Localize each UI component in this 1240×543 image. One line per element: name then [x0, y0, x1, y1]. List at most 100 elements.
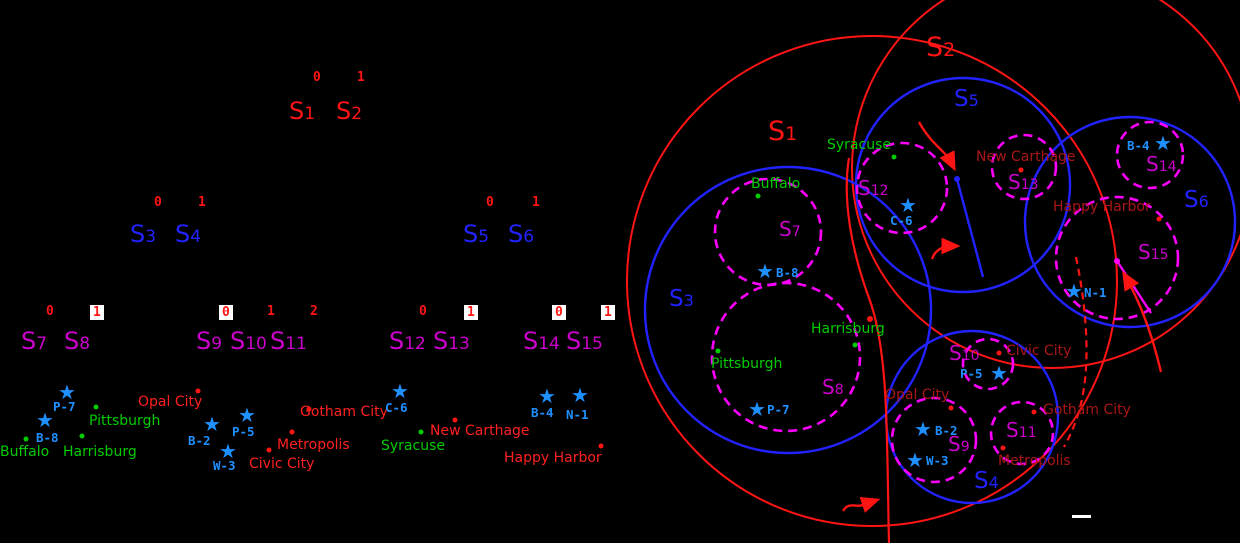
arrow-to-s15-center	[1122, 270, 1163, 373]
tree-node-s1: S1	[289, 99, 315, 123]
city-label-new-carthage-venn: New Carthage	[976, 149, 1076, 165]
tree-node-s3: S3	[130, 222, 156, 246]
city-label-metropolis-left: Metropolis	[277, 437, 350, 453]
city-marker-pittsburgh-venn	[715, 348, 721, 354]
star-marker-p-5-venn: ★	[990, 361, 1008, 386]
city-label-opal-city-left: Opal City	[138, 394, 203, 410]
star-marker-b-4-left: ★	[538, 384, 556, 409]
slabel-letter: S	[1146, 152, 1159, 176]
venn-label-s6: S6	[1184, 189, 1209, 212]
city-marker-metropolis-venn	[1000, 445, 1006, 451]
slabel-number: 10	[961, 348, 980, 364]
arrow-to-s5-center	[917, 121, 956, 172]
slabel-number: 2	[943, 39, 956, 61]
slabel-letter: S	[508, 220, 524, 248]
ball-circle-s6	[1023, 115, 1237, 329]
tree-node-s4: S4	[175, 222, 201, 246]
venn-label-s14: S14	[1146, 154, 1177, 174]
slabel-letter: S	[858, 176, 871, 200]
slabel-letter: S	[669, 286, 684, 312]
slabel-letter: S	[1138, 240, 1151, 264]
ball-circle-s8	[710, 281, 862, 433]
slabel-number: 11	[285, 334, 307, 354]
city-label-opal-city-venn: Opal City	[885, 387, 950, 403]
city-label-civic-city-venn: Civic City	[1006, 343, 1072, 359]
slabel-letter: S	[1008, 170, 1021, 194]
city-marker-happy-harbor-venn	[1156, 216, 1162, 222]
tree-edge-tick-12: 1	[464, 305, 478, 320]
tree-node-s2: S2	[336, 99, 362, 123]
point-label-b-4-left: B-4	[531, 405, 554, 420]
star-marker-b-8-left: ★	[36, 408, 54, 433]
slabel-letter: S	[270, 327, 286, 355]
slabel-letter: S	[21, 327, 37, 355]
slabel-letter: S	[948, 432, 961, 456]
city-label-syracuse-left: Syracuse	[381, 438, 445, 454]
tree-node-s11: S11	[270, 329, 307, 353]
ball-circle-s15	[1054, 195, 1180, 321]
arrow-to-s5-radius	[930, 237, 961, 260]
point-label-c-6-venn: C-6	[890, 213, 913, 228]
city-label-pittsburgh-venn: Pittsburgh	[711, 356, 783, 372]
city-marker-opal-city-venn	[948, 405, 954, 411]
tree-edge-tick-9: 1	[267, 304, 275, 319]
slabel-number: 7	[791, 224, 801, 240]
slabel-letter: S	[389, 327, 405, 355]
tree-edge-tick-6: 0	[46, 304, 54, 319]
point-label-p-5-left: P-5	[232, 424, 255, 439]
ball-circle-s5	[854, 76, 1072, 294]
slabel-number: 1	[304, 104, 316, 124]
tree-edge-tick-10: 2	[310, 304, 318, 319]
point-label-p-5-venn: P-5	[960, 366, 983, 381]
venn-label-s2: S2	[926, 34, 955, 61]
city-label-buffalo-left: Buffalo	[0, 444, 50, 460]
point-label-b-8-left: B-8	[36, 430, 59, 445]
tree-edge-tick-5: 1	[532, 195, 540, 210]
slabel-number: 10	[245, 334, 267, 354]
slabel-number: 2	[351, 104, 363, 124]
tree-node-s8: S8	[64, 329, 90, 353]
point-label-w-3-left: W-3	[213, 458, 236, 473]
point-label-n-1-venn: N-1	[1084, 285, 1107, 300]
slabel-number: 6	[523, 227, 535, 247]
city-marker-harrisburg-venn	[852, 342, 858, 348]
slabel-letter: S	[954, 86, 969, 112]
tree-node-s10: S10	[230, 329, 267, 353]
tree-node-s12: S12	[389, 329, 426, 353]
point-label-w-3-venn: W-3	[926, 453, 949, 468]
ball-circle-s12	[855, 141, 949, 235]
slabel-letter: S	[779, 217, 792, 241]
slabel-number: 11	[1018, 425, 1037, 441]
city-label-gotham-city-left: Gotham City	[300, 404, 388, 420]
ball-circle-s10	[961, 337, 1015, 391]
slabel-letter: S	[336, 97, 352, 125]
venn-label-s3: S3	[669, 288, 694, 311]
slabel-letter: S	[768, 116, 786, 147]
tree-edge-tick-1: 1	[357, 70, 365, 85]
slabel-letter: S	[566, 327, 582, 355]
star-marker-c-6-left: ★	[391, 379, 409, 404]
city-label-syracuse-venn: Syracuse	[827, 137, 891, 153]
long-split-line	[845, 157, 891, 543]
star-marker-b-4-venn: ★	[1154, 131, 1172, 156]
venn-label-s15: S15	[1138, 242, 1169, 262]
slabel-number: 9	[211, 334, 223, 354]
venn-label-s11: S11	[1006, 420, 1037, 440]
slabel-number: 4	[988, 473, 999, 492]
point-label-b-4-venn: B-4	[1127, 138, 1150, 153]
star-marker-n-1-left: ★	[571, 383, 589, 408]
city-marker-buffalo-left	[23, 436, 29, 442]
slabel-number: 13	[1020, 177, 1039, 193]
city-marker-civic-city-left	[266, 447, 272, 453]
slabel-number: 3	[683, 291, 694, 310]
point-s5-center	[954, 176, 960, 182]
ball-circle-s11	[989, 400, 1055, 466]
venn-label-s4: S4	[974, 470, 999, 493]
city-label-buffalo-venn: Buffalo	[751, 176, 801, 192]
city-label-happy-harbor-left: Happy Harbor	[504, 450, 602, 466]
point-waypoint	[867, 316, 873, 322]
city-label-pittsburgh-left: Pittsburgh	[89, 413, 161, 429]
tree-edge-tick-2: 0	[154, 195, 162, 210]
tree-edge-tick-11: 0	[419, 304, 427, 319]
